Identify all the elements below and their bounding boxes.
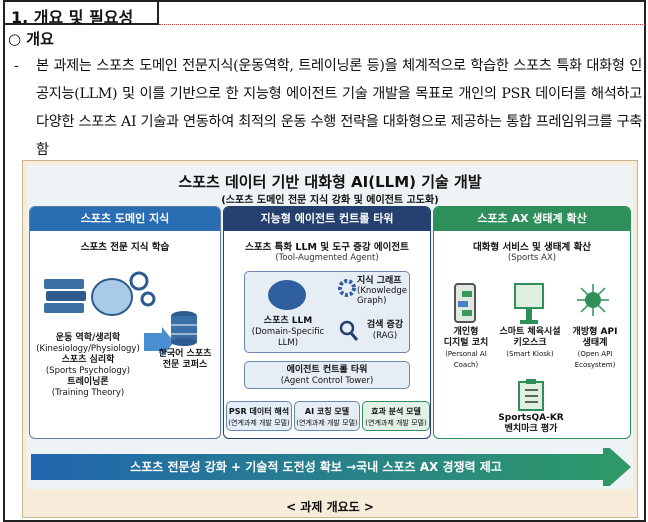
llm-name: 스포츠 LLM (263, 316, 313, 326)
phone-chat-icon (454, 283, 476, 323)
column-heading: 스포츠 특화 LLM 및 도구 증강 에이전트 (245, 242, 409, 253)
service-l2: 벤치마크 평가 (504, 424, 558, 434)
model-label: PSR 데이터 해석 (연계과제 개발 모델) (227, 406, 291, 429)
tower-label: 에이전트 컨트롤 타워(Agent Control Tower) (245, 365, 409, 387)
kg-en1: (Knowledge (357, 286, 408, 296)
overview-paragraph: - 본 과제는 스포츠 도메인 전문지식(운동역학, 트레이닝론 등)을 체계적… (14, 52, 642, 164)
service-en: (Smart Kiosk) (506, 350, 554, 358)
item-ko: 트레이닝론 (67, 377, 109, 387)
corpus-line1: 한국어 스포츠 (158, 349, 212, 359)
service-en: (Open API Ecosystem) (574, 350, 616, 369)
column-agent-tower: 지능형 에이전트 컨트롤 타워 스포츠 특화 LLM 및 도구 증강 에이전트 … (223, 206, 431, 439)
rag-en: (RAG) (372, 331, 398, 341)
llm-label: 스포츠 LLM(Domain-Specific LLM) (245, 316, 331, 349)
conclusion-banner-arrow (31, 448, 631, 486)
service-l1: SportsQA-KR (498, 413, 564, 423)
item-en: (Training Theory) (51, 388, 125, 398)
bullet: - (14, 58, 19, 74)
item-ko: 스포츠 심리학 (61, 355, 115, 365)
column-heading: 대화형 서비스 및 생태계 확산 (472, 242, 592, 253)
model-note: (연계과제 개발 모델) (296, 419, 358, 427)
overview-figure: 스포츠 데이터 기반 대화형 AI(LLM) 기술 개발 (스포츠 도메인 전문… (22, 160, 638, 518)
service-l2: 디지털 코치 (443, 338, 489, 348)
service-l2: 키오스크 (513, 338, 547, 348)
figure-canvas: 스포츠 데이터 기반 대화형 AI(LLM) 기술 개발 (스포츠 도메인 전문… (27, 165, 633, 489)
rag-label: 검색 증강(RAG) (363, 320, 407, 342)
subheading: ○ 개요 (8, 30, 54, 48)
corpus-line2: 전문 코퍼스 (162, 360, 208, 370)
model-box-coaching: AI 코칭 모델 (연계과제 개발 모델) (294, 401, 360, 431)
model-box-psr: PSR 데이터 해석 (연계과제 개발 모델) (226, 401, 292, 431)
model-label: AI 코칭 모델 (연계과제 개발 모델) (295, 406, 359, 429)
model-name: AI 코칭 모델 (304, 407, 350, 416)
service-l1: 개방형 API (572, 327, 618, 337)
divider (159, 24, 645, 25)
item-en: (Kinesiology/Physiology) (36, 344, 140, 354)
knowledge-list: 운동 역학/생리학(Kinesiology/Physiology) 스포츠 심리… (34, 333, 142, 399)
control-tower-box: 에이전트 컨트롤 타워(Agent Control Tower) (244, 361, 410, 389)
column-heading-en: (Tool-Augmented Agent) (275, 253, 379, 263)
database-icon (171, 311, 197, 346)
model-note: (연계과제 개발 모델) (228, 419, 290, 427)
model-label: 효과 분석 모델 (연계과제 개발 모델) (363, 406, 429, 429)
column-ax-ecosystem: 스포츠 AX 생태계 확산 대화형 서비스 및 생태계 확산 (Sports A… (433, 206, 631, 439)
item-en: (Sports Psychology) (45, 366, 131, 376)
column-header: 지능형 에이전트 컨트롤 타워 (224, 207, 430, 231)
tower-en: (Agent Control Tower) (280, 376, 374, 386)
llm-en: (Domain-Specific LLM) (251, 327, 325, 348)
kg-en2: Graph) (357, 296, 387, 306)
paragraph-text: 본 과제는 스포츠 도메인 전문지식(운동역학, 트레이닝론 등)을 체계적으로… (36, 58, 642, 158)
figure-caption: < 과제 개요도 > (286, 500, 374, 514)
service-l1: 스마트 체육시설 (499, 327, 561, 337)
figure-subtitle: (스포츠 도메인 전문 지식 강화 및 에이전트 고도화) (221, 195, 439, 206)
banner-text: 스포츠 전문성 강화 + 기술적 도전성 확보 →국내 스포츠 AX 경쟁력 제… (130, 460, 502, 474)
model-box-effect: 효과 분석 모델 (연계과제 개발 모델) (362, 401, 430, 431)
books-brain-icon (44, 271, 156, 316)
service-en: (Personal AI Coach) (445, 350, 487, 369)
search-icon (339, 320, 359, 341)
kg-name: 지식 그래프 (357, 276, 402, 286)
arrow-right-icon (144, 327, 174, 357)
column-header: 스포츠 도메인 지식 (30, 207, 220, 231)
llm-tools-box: 스포츠 LLM(Domain-Specific LLM) 지식 그래프(Know… (244, 271, 410, 353)
column-header: 스포츠 AX 생태계 확산 (434, 207, 630, 231)
top-border (3, 0, 646, 2)
tower-name: 에이전트 컨트롤 타워 (286, 365, 368, 375)
network-globe-icon (577, 284, 609, 316)
model-note: (연계과제 개발 모델) (365, 419, 427, 427)
column-heading: 스포츠 전문 지식 학습 (80, 242, 170, 253)
item-ko: 운동 역학/생리학 (55, 333, 121, 343)
clipboard-icon (518, 379, 544, 411)
model-name: 효과 분석 모델 (371, 407, 421, 416)
service-l1: 개인형 (453, 327, 479, 337)
brain-icon (268, 280, 306, 310)
kiosk-icon (514, 283, 544, 324)
gear-icon (338, 279, 356, 297)
model-name: PSR 데이터 해석 (228, 407, 290, 416)
rag-name: 검색 증강 (366, 320, 404, 330)
document-frame (3, 0, 646, 522)
service-l2: 생태계 (582, 338, 608, 348)
section-title: 1. 개요 및 필요성 (3, 2, 159, 27)
figure-title: 스포츠 데이터 기반 대화형 AI(LLM) 기술 개발 (178, 173, 482, 191)
column-heading-en: (Sports AX) (507, 253, 557, 263)
